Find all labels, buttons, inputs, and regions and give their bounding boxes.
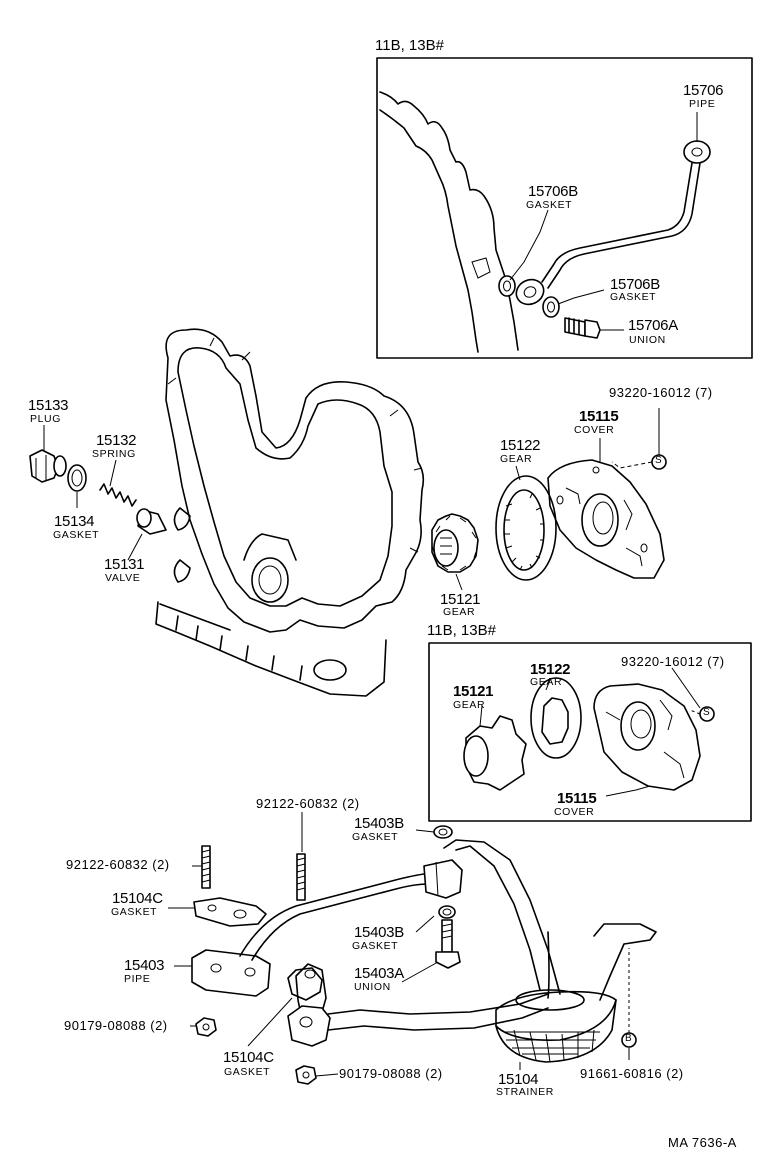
part-name-gasket-15104C-upper: GASKET bbox=[111, 906, 158, 918]
plug-15133-drawing bbox=[29, 449, 67, 483]
part-number-92122-upper: 92122-60832 (2) bbox=[256, 796, 360, 811]
inset-cover-15115-drawing bbox=[593, 683, 701, 791]
part-name-pipe: PIPE bbox=[689, 98, 716, 110]
union-15706A-drawing bbox=[564, 317, 601, 339]
symbol-b-label: B bbox=[625, 1033, 632, 1044]
part-name-gear-15121-inset: GEAR bbox=[453, 699, 486, 711]
part-number-15122-inset: 15122 bbox=[530, 661, 571, 678]
part-number-15131: 15131 bbox=[104, 556, 145, 573]
gasket-15104C-lower-drawing bbox=[287, 967, 323, 1001]
part-number-15133: 15133 bbox=[28, 397, 69, 414]
part-number-15104C-upper: 15104C bbox=[112, 890, 163, 907]
driven-gear-15122-drawing bbox=[495, 475, 557, 581]
part-name-union-15706A: UNION bbox=[629, 334, 666, 346]
part-number-15122-main: 15122 bbox=[500, 437, 541, 454]
part-name-gear-15122-main: GEAR bbox=[500, 453, 533, 465]
pipe-15706-drawing bbox=[515, 140, 711, 306]
part-name-gasket-15403B-lower: GASKET bbox=[352, 940, 399, 952]
gasket-15706B-drawings bbox=[498, 275, 560, 318]
leader-lines bbox=[43, 112, 701, 1077]
part-name-union-15403A: UNION bbox=[354, 981, 391, 993]
part-name-gasket-15134: GASKET bbox=[53, 529, 100, 541]
pipe-15403-drawing bbox=[191, 859, 463, 997]
part-number-93220-inset: 93220-16012 (7) bbox=[621, 654, 725, 669]
part-number-15121-inset: 15121 bbox=[453, 683, 494, 700]
gasket-15104C-upper-drawing bbox=[193, 897, 267, 927]
part-name-gear-15121-main: GEAR bbox=[443, 606, 476, 618]
part-number-15121-main: 15121 bbox=[440, 591, 481, 608]
gasket-15403B-drawings bbox=[433, 825, 456, 919]
part-number-15104C-lower: 15104C bbox=[223, 1049, 274, 1066]
part-number-90179-lower: 90179-08088 (2) bbox=[339, 1066, 443, 1081]
drawing-code: MA 7636-A bbox=[668, 1135, 737, 1150]
part-number-15706B-lower: 15706B bbox=[610, 276, 660, 293]
part-number-15403A: 15403A bbox=[354, 965, 404, 982]
part-number-15104: 15104 bbox=[498, 1071, 539, 1088]
part-number-15403: 15403 bbox=[124, 957, 165, 974]
strainer-15104-drawing bbox=[287, 839, 657, 1063]
part-number-15115-main: 15115 bbox=[579, 408, 619, 425]
part-number-15706A: 15706A bbox=[628, 317, 678, 334]
part-number-92122-left: 92122-60832 (2) bbox=[66, 857, 170, 872]
part-number-15706B-upper: 15706B bbox=[528, 183, 578, 200]
part-number-90179-left: 90179-08088 (2) bbox=[64, 1018, 168, 1033]
timing-case-drawing bbox=[155, 328, 425, 697]
drive-gear-15121-drawing bbox=[431, 513, 479, 573]
part-name-plug: PLUG bbox=[30, 413, 61, 425]
inset-housing-edge bbox=[379, 91, 519, 353]
part-name-cover-inset: COVER bbox=[554, 806, 595, 818]
part-name-gasket-15706B-upper: GASKET bbox=[526, 199, 573, 211]
inset-title-top: 11B, 13B# bbox=[375, 37, 444, 54]
part-name-gasket-15706B-lower: GASKET bbox=[610, 291, 657, 303]
part-number-15403B-lower: 15403B bbox=[354, 924, 404, 941]
inset-title-middle: 11B, 13B# bbox=[427, 622, 496, 639]
part-name-valve: VALVE bbox=[105, 572, 141, 584]
part-name-pipe-15403: PIPE bbox=[124, 973, 151, 985]
part-name-gasket-15104C-lower: GASKET bbox=[224, 1066, 271, 1078]
union-15403A-drawing bbox=[435, 919, 461, 969]
inset-frame-top bbox=[376, 57, 753, 359]
valve-15131-drawing bbox=[136, 508, 167, 535]
symbol-s-label-inset: S bbox=[703, 707, 710, 718]
part-number-15706: 15706 bbox=[683, 82, 724, 99]
spring-15132-drawing bbox=[99, 483, 137, 507]
pump-cover-15115-drawing bbox=[547, 459, 665, 579]
part-name-spring: SPRING bbox=[92, 448, 136, 460]
gasket-15134-drawing bbox=[67, 464, 87, 492]
part-name-strainer: STRAINER bbox=[496, 1086, 554, 1098]
part-name-gear-15122-inset: GEAR bbox=[530, 676, 563, 688]
part-number-91661: 91661-60816 (2) bbox=[580, 1066, 684, 1081]
part-name-cover-main: COVER bbox=[574, 424, 615, 436]
inset-gear-15121-drawing bbox=[463, 715, 527, 791]
nuts-90179-drawings bbox=[195, 1017, 317, 1085]
part-name-gasket-15403B-upper: GASKET bbox=[352, 831, 399, 843]
inset-gear-15122-drawing bbox=[530, 677, 582, 759]
part-number-15115-inset: 15115 bbox=[557, 790, 597, 807]
part-number-93220-main: 93220-16012 (7) bbox=[609, 385, 713, 400]
part-number-15403B-upper: 15403B bbox=[354, 815, 404, 832]
symbol-s-label-main: S bbox=[655, 455, 662, 466]
stud-bolts-92122-drawing bbox=[201, 845, 306, 901]
inset-frame-middle bbox=[428, 642, 752, 822]
part-number-15134: 15134 bbox=[54, 513, 95, 530]
part-number-15132: 15132 bbox=[96, 432, 137, 449]
